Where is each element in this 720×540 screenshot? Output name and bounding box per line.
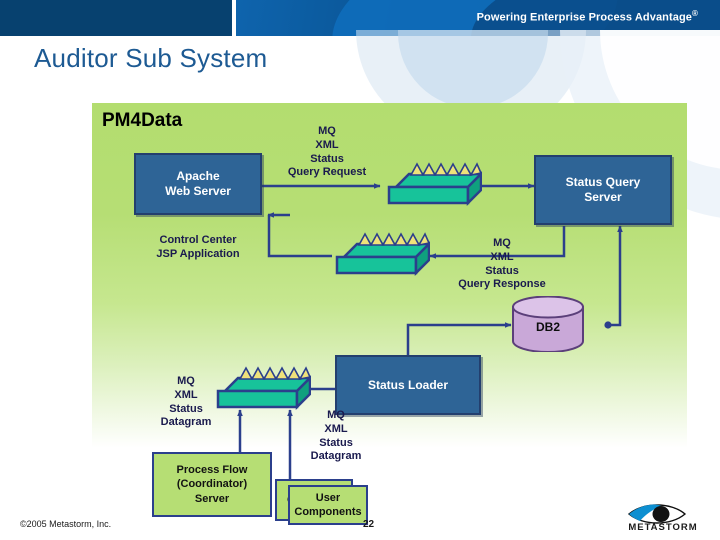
mq-queue-datagram-icon — [216, 366, 311, 411]
page-title: Auditor Sub System — [34, 43, 268, 73]
metastorm-wordmark: METASTORM — [628, 522, 698, 533]
label-query-response: MQ XML Status Query Response — [458, 237, 546, 291]
label-datagram-left: MQ XML Status Datagram — [160, 375, 212, 429]
db2-label: DB2 — [535, 320, 560, 334]
node-user-components-label: User Components — [294, 491, 362, 518]
node-status-loader-label: Status Loader — [367, 377, 448, 392]
footer-copyright: ©2005 Metastorm, Inc. — [20, 519, 112, 529]
db2-database-icon[interactable] — [511, 296, 585, 352]
panel-heading: PM4Data — [102, 110, 183, 131]
tagline-text: Powering Enterprise Process Advantage — [476, 11, 692, 24]
node-process-flow-server-label: Process Flow (Coordinator) Server — [176, 464, 248, 505]
mq-queue-response-icon — [335, 232, 430, 277]
label-control-center-jsp: Control Center JSP Application — [156, 234, 240, 260]
brand-tagline: Powering Enterprise Process Advantage® — [477, 9, 698, 24]
metastorm-logo-icon — [627, 504, 687, 524]
node-status-loader[interactable]: Status Loader — [335, 355, 481, 415]
top-banner — [0, 0, 720, 36]
node-apache-web-server-label: Apache Web Server — [165, 169, 231, 198]
connector-dot-db2 — [604, 321, 612, 329]
label-query-request: MQ XML Status Query Request — [287, 125, 367, 179]
mq-queue-request-icon — [387, 162, 482, 207]
page-number: 22 — [363, 519, 375, 530]
wire-response-queue-to-apache — [267, 215, 332, 258]
wire-sqs-to-response-queue — [429, 226, 566, 259]
node-status-query-server[interactable]: Status Query Server — [534, 155, 672, 225]
label-datagram-right: MQ XML Status Datagram — [310, 409, 362, 463]
node-status-query-server-label: Status Query Server — [565, 175, 641, 204]
registered-mark: ® — [692, 9, 698, 18]
wire-db2-to-sqs — [608, 225, 623, 327]
node-user-components[interactable]: User Components — [288, 485, 368, 525]
node-apache-web-server[interactable]: Apache Web Server — [134, 153, 262, 215]
banner-divider — [232, 0, 236, 36]
node-process-flow-server[interactable]: Process Flow (Coordinator) Server — [152, 452, 272, 517]
